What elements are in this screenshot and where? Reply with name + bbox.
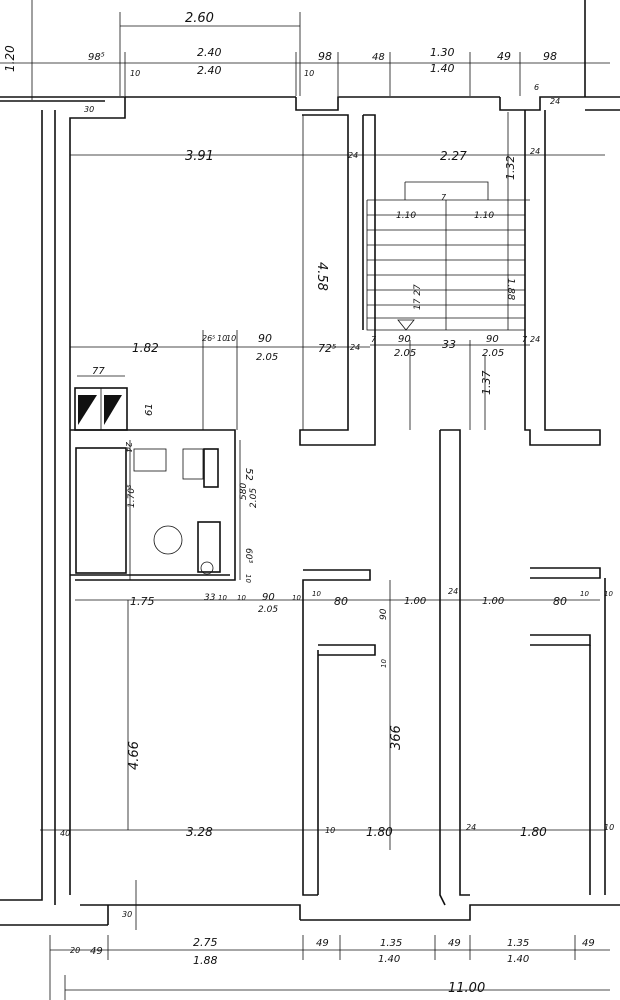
dim-label: 24: [530, 147, 540, 156]
dim-label: 49: [448, 938, 461, 949]
dim-label: 80: [334, 595, 348, 608]
dim-label: 10: [580, 590, 589, 598]
dim-label: 1.70⁵: [127, 484, 137, 508]
dim-label: 2.40: [197, 46, 222, 59]
dim-label: 17 27: [413, 284, 423, 310]
dim-label: 26⁵: [202, 334, 215, 343]
dim-label: 10: [325, 826, 335, 835]
dim-label: 1.30: [430, 46, 455, 59]
dim-label: 1.75: [130, 595, 155, 608]
dim-label: 4.66: [127, 741, 142, 770]
dim-label: 7: [522, 335, 528, 344]
dim-label: 1.88: [193, 954, 218, 967]
dim-label: 1.20: [3, 45, 17, 72]
dim-label: 60³: [243, 548, 253, 563]
dim-label: 49: [316, 938, 329, 949]
dim-label: 11.00: [448, 981, 485, 996]
dim-label: 1.80: [366, 825, 393, 839]
dim-label: 1.32: [504, 156, 517, 181]
dim-label: 77: [92, 366, 105, 377]
dim-label: 10: [237, 594, 246, 602]
walls: [0, 0, 620, 926]
dim-label: 10: [130, 69, 140, 78]
dim-label: 1.37: [480, 371, 493, 396]
dim-label: 1.82: [132, 341, 159, 355]
dim-label: 30: [122, 910, 132, 919]
dim-label: 2.40: [197, 64, 222, 77]
dim-label: 52: [243, 468, 254, 481]
dim-label: 2.75: [193, 936, 218, 949]
dim-label: 49: [497, 50, 511, 63]
dim-label: 90: [486, 334, 499, 345]
dim-label: 48: [372, 52, 385, 63]
dim-label: 1.00: [482, 596, 504, 607]
dim-label: 1.40: [378, 954, 400, 965]
dim-label: 90: [398, 334, 411, 345]
dim-label: 24: [550, 97, 560, 106]
dim-label: 24: [530, 335, 540, 344]
dim-label: 10: [244, 574, 252, 583]
dim-label: 24: [466, 823, 476, 832]
dim-label: 2.05: [256, 352, 278, 363]
dim-label: 33: [442, 338, 456, 351]
dim-label: 10: [292, 594, 301, 602]
dim-label: 98⁵: [88, 52, 105, 63]
dim-label: 2.60: [185, 11, 214, 26]
dim-label: 30: [84, 105, 94, 114]
dim-label: 3.91: [185, 149, 214, 164]
dim-label: 10: [218, 594, 227, 602]
dim-label: 61: [144, 403, 155, 416]
dim-label: 2.05: [482, 348, 504, 359]
dim-label: 49: [582, 938, 595, 949]
dim-label: 3.28: [186, 825, 213, 839]
dim-label: 7: [371, 335, 377, 344]
dim-label: 20: [70, 946, 80, 955]
dim-label: 1.35: [507, 938, 529, 949]
dim-label: 2.05: [258, 605, 278, 615]
dim-label: 90: [258, 332, 272, 345]
dim-label: 1.40: [507, 954, 529, 965]
dim-label: 2.05: [249, 488, 259, 508]
dim-label: 90: [262, 592, 275, 603]
dim-label: 2.05: [394, 348, 416, 359]
dim-label: 2.27: [440, 149, 467, 163]
dim-label: 1.40: [430, 62, 455, 75]
dim-label: 1.88: [505, 278, 516, 300]
dim-label: 10: [226, 334, 236, 343]
dim-label: 80: [553, 595, 567, 608]
dim-label: 580: [239, 483, 249, 500]
dim-label: 24: [350, 343, 360, 352]
dim-label: 98: [543, 50, 557, 63]
dim-label: 90: [379, 608, 389, 620]
dim-label: 10: [604, 590, 613, 598]
dim-label: 10: [304, 69, 314, 78]
dim-label: 10: [604, 823, 614, 832]
dim-label: 1.35: [380, 938, 402, 949]
dim-label: 24: [448, 587, 458, 596]
dim-label: 4.58: [314, 262, 329, 291]
dim-label: 49: [90, 946, 103, 957]
dim-label: 1.10: [396, 211, 416, 221]
dim-label: 7: [441, 193, 447, 202]
dim-label: 40: [60, 829, 70, 838]
dim-label: 10: [312, 590, 321, 598]
dim-label: 1.10: [474, 211, 494, 221]
dim-label: 24: [124, 442, 133, 452]
fixtures: [74, 387, 221, 575]
dim-label: 33: [204, 593, 216, 603]
dim-label: 98: [318, 50, 332, 63]
dim-label: 1.80: [520, 825, 547, 839]
dim-label: 1.00: [404, 596, 426, 607]
dim-label: 24: [348, 151, 358, 160]
dimension-labels: 2.60 1.20 98⁵ 2.40 2.40 10 10 98 48 1.30…: [3, 11, 614, 996]
dim-label: 10: [217, 334, 227, 343]
dim-label: 10: [380, 659, 388, 668]
dim-label: 72⁵: [318, 342, 336, 355]
dim-label: 366: [389, 725, 404, 750]
dim-label: 6: [534, 83, 539, 92]
